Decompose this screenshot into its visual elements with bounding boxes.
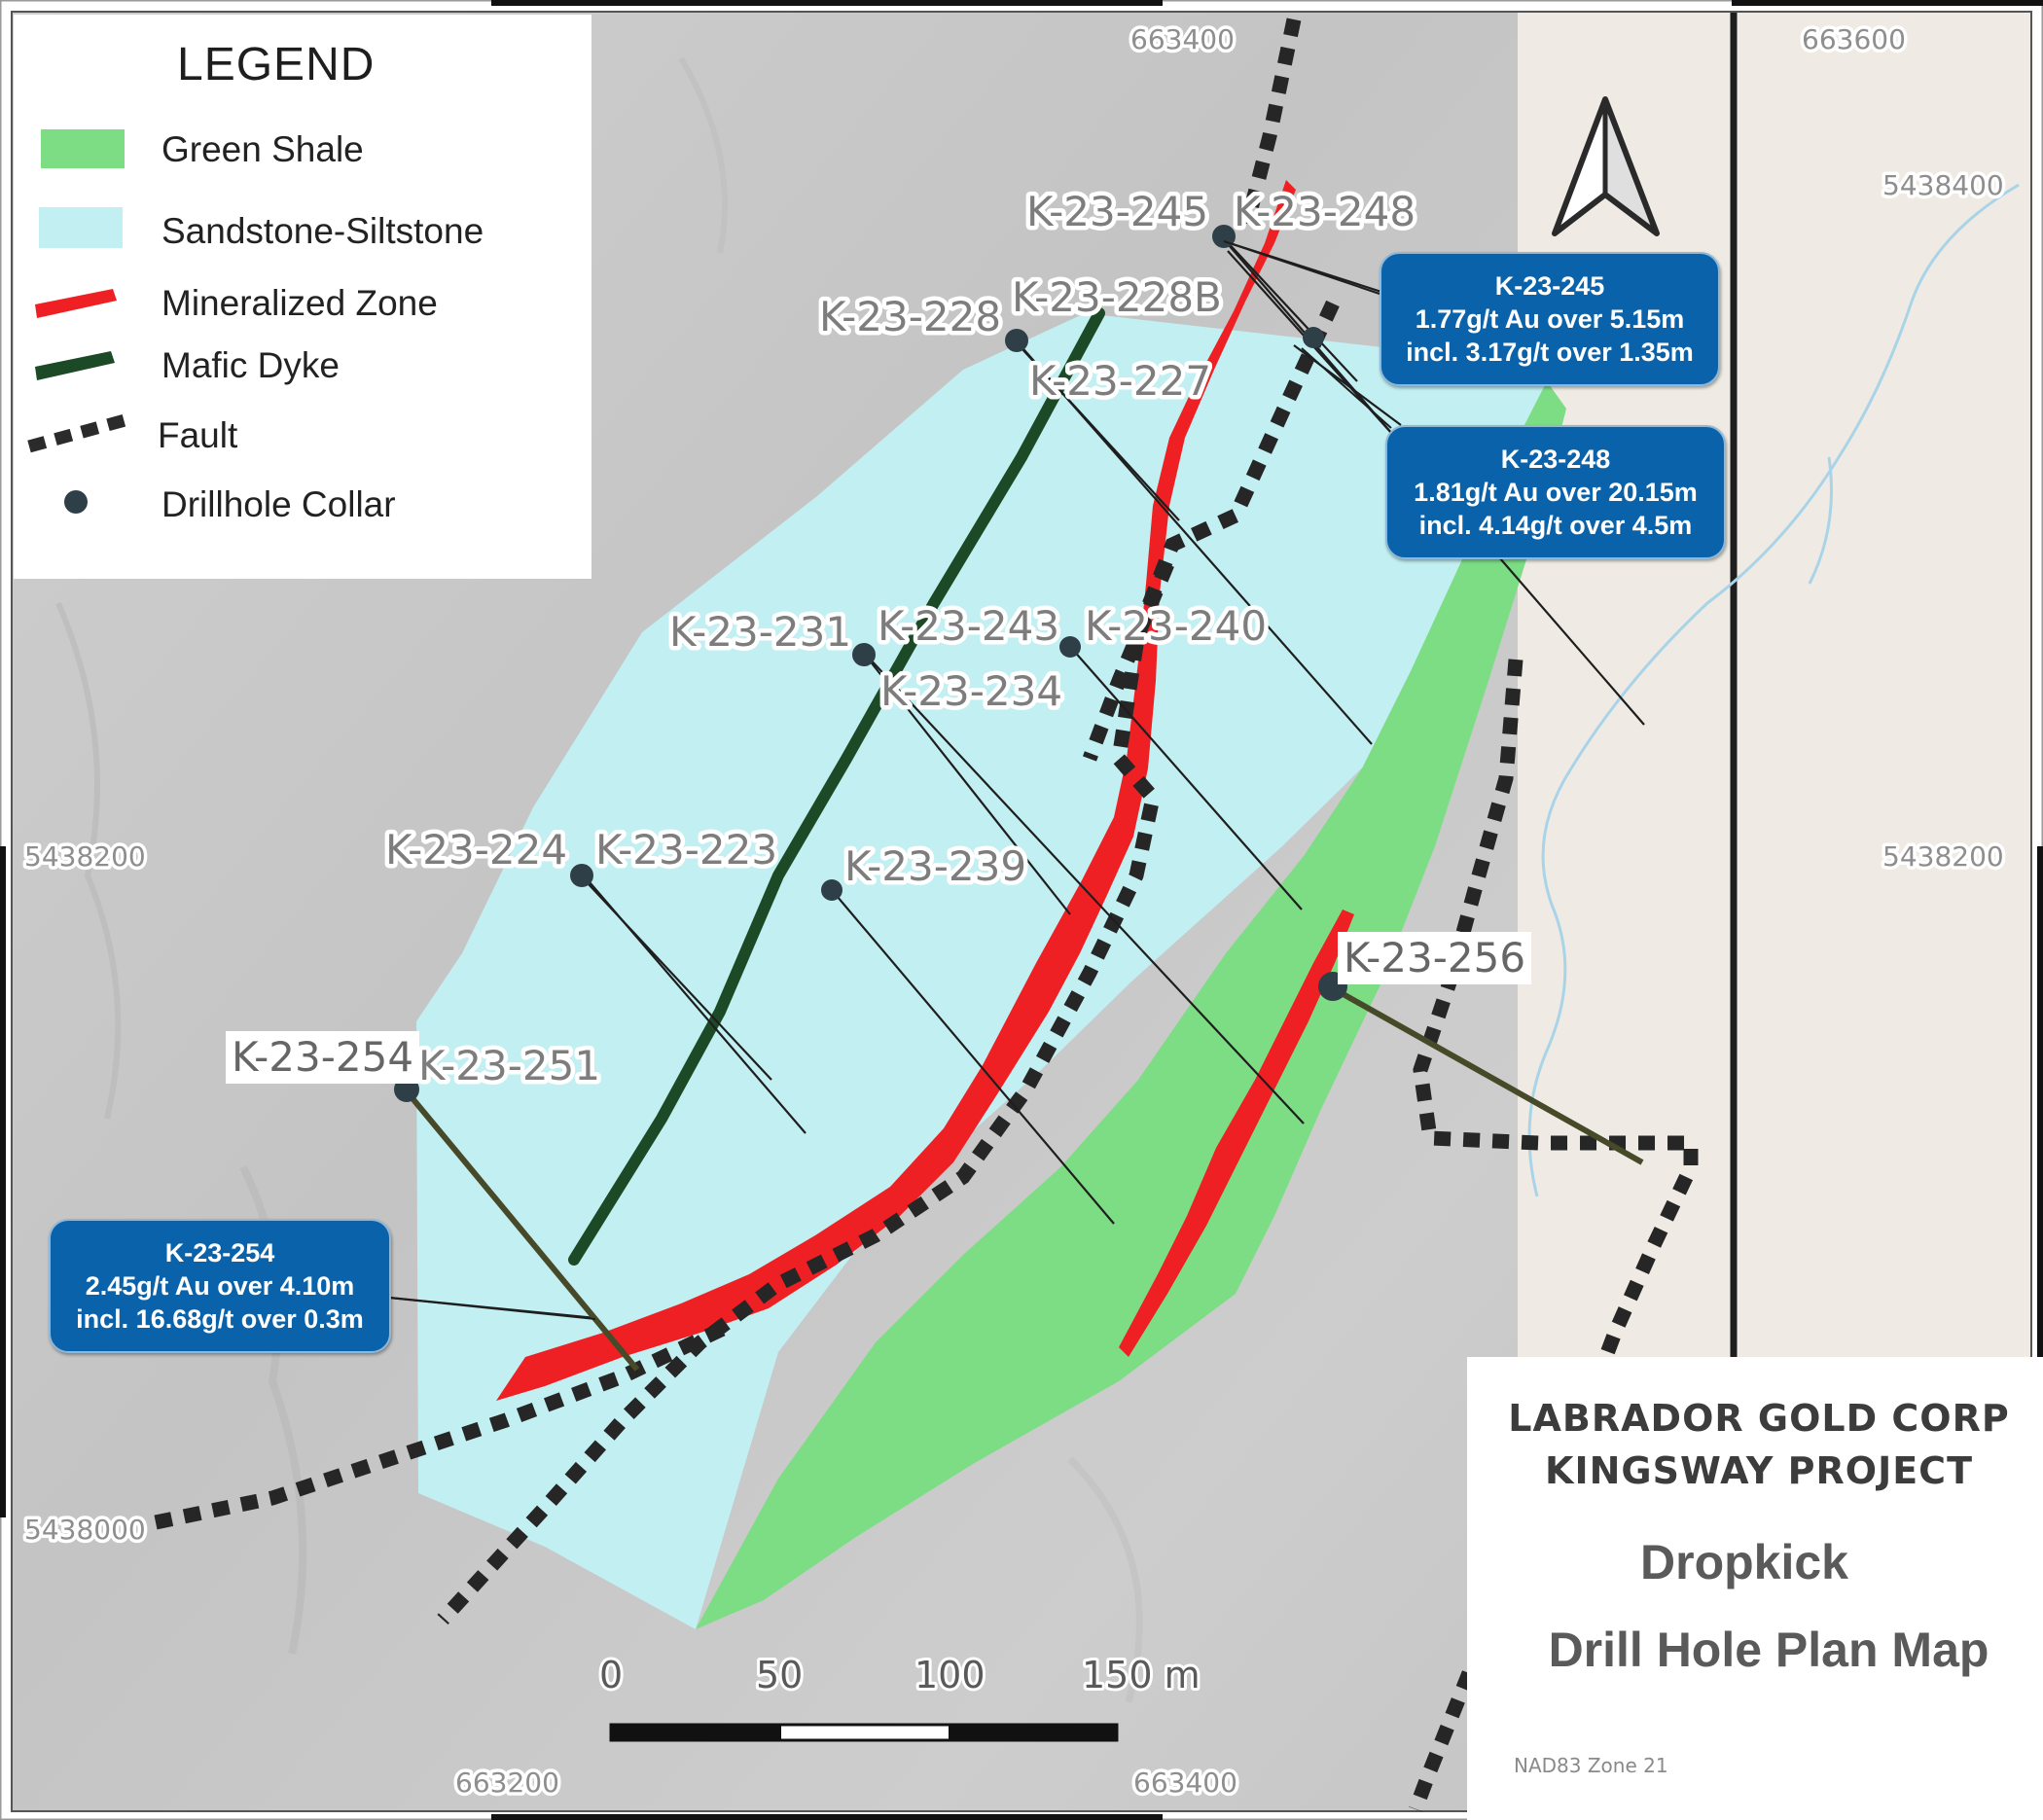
collar-k-23-224: [570, 864, 593, 887]
scale-label: 150 m: [1082, 1654, 1201, 1696]
mineralized-zone-east: [1119, 910, 1354, 1357]
scale-label: 0: [599, 1654, 623, 1696]
callout-grade: 1.81g/t Au over 20.15m: [1414, 478, 1698, 507]
legend-item-mafic-dyke: Mafic Dyke: [14, 334, 588, 392]
northing-label: 5438000: [24, 1514, 146, 1546]
datum-label: NAD83 Zone 21: [1514, 1754, 1668, 1777]
northing-label: 5438200: [1882, 840, 2004, 873]
easting-label: 663400: [1130, 23, 1235, 55]
callout-included: incl. 3.17g/t over 1.35m: [1406, 338, 1694, 367]
collar-k-23-227: [1303, 327, 1324, 348]
callout-hole: K-23-254: [164, 1238, 275, 1267]
green-shale-swatch: [41, 129, 125, 168]
collar-k-23-240: [1059, 636, 1081, 658]
legend-item-label: Fault: [158, 415, 238, 455]
collar-k-23-239: [821, 879, 842, 901]
callout-included: incl. 16.68g/t over 0.3m: [76, 1304, 364, 1334]
callout-included: incl. 4.14g/t over 4.5m: [1418, 511, 1693, 540]
drillhole-label: K-23-239: [844, 842, 1026, 890]
project-line: KINGSWAY PROJECT: [1545, 1449, 1973, 1492]
legend: LEGEND Green Shale Sandstone-Siltstone M…: [14, 15, 591, 579]
scale-label: 100: [914, 1654, 986, 1696]
northing-label: 5438400: [1882, 169, 2004, 201]
callout-grade: 2.45g/t Au over 4.10m: [85, 1271, 355, 1301]
drillhole-label-k-23-254: K-23-254: [226, 1031, 420, 1084]
drillhole-label: K-23-251: [418, 1042, 600, 1089]
drillhole-label: K-23-227: [1029, 357, 1211, 405]
trace-k-23-256: [1331, 985, 1644, 1165]
drillhole-label-k-23-256: K-23-256: [1338, 932, 1532, 984]
title-block: LABRADOR GOLD CORP KINGSWAY PROJECT Drop…: [1467, 1357, 2043, 1820]
green-shale-polygon: [696, 381, 1566, 1629]
callout-grade: 1.77g/t Au over 5.15m: [1415, 304, 1685, 334]
drillhole-label: K-23-240: [1085, 602, 1267, 650]
mafic-dyke-swatch: [35, 351, 115, 380]
mineralized-zone-main: [496, 180, 1296, 1401]
legend-item-sandstone-siltstone: Sandstone-Siltstone: [14, 199, 588, 258]
sandstone-siltstone-swatch: [39, 207, 123, 248]
easting-label: 663600: [1802, 23, 1906, 55]
drillhole-label: K-23-248: [1234, 188, 1416, 235]
drillhole-label: K-23-234: [880, 667, 1062, 715]
assay-callout-k-23-254: K-23-254 2.45g/t Au over 4.10m incl. 16.…: [49, 1219, 391, 1353]
scale-bar: [609, 1723, 1119, 1742]
northing-label: 5438200: [24, 840, 146, 873]
drillhole-label: K-23-231: [669, 608, 851, 656]
drillhole-label: K-23-243: [878, 602, 1059, 650]
creek: [1527, 183, 2020, 1197]
callout-leaders: [388, 240, 1392, 1320]
fault-swatch: [27, 412, 130, 453]
map-title: Dropkick: [1640, 1535, 1848, 1589]
collar-k-23-231: [852, 643, 876, 666]
mineralized-zone-swatch: [35, 289, 117, 318]
callout-hole: K-23-248: [1500, 445, 1611, 474]
assay-callout-k-23-245: K-23-245 1.77g/t Au over 5.15m incl. 3.1…: [1380, 252, 1720, 386]
collar-k-23-228: [1005, 329, 1028, 352]
north-arrow-icon: [1552, 96, 1660, 236]
legend-item-drillhole-collar: Drillhole Collar: [14, 473, 588, 531]
mafic-dyke: [568, 307, 1105, 1266]
faults: [154, 18, 1699, 1812]
scale-label: 50: [756, 1654, 803, 1696]
easting-label: 663400: [1133, 1766, 1237, 1799]
trace-k-23-254: [404, 1089, 640, 1372]
legend-item-mineralized-zone: Mineralized Zone: [14, 271, 588, 330]
drillhole-label: K-23-228: [819, 293, 1001, 340]
drillhole-label: K-23-223: [595, 826, 777, 874]
legend-item-label: Drillhole Collar: [161, 484, 396, 524]
easting-label: 663200: [455, 1766, 559, 1799]
drillhole-label: K-23-245: [1026, 188, 1208, 235]
legend-item-label: Sandstone-Siltstone: [161, 211, 484, 251]
legend-item-fault: Fault: [14, 404, 588, 462]
legend-item-label: Mineralized Zone: [161, 283, 438, 323]
drillhole-label: K-23-224: [385, 826, 567, 874]
drillhole-label: K-23-228B: [1012, 273, 1222, 321]
legend-item-green-shale: Green Shale: [14, 120, 588, 178]
assay-callout-k-23-248: K-23-248 1.81g/t Au over 20.15m incl. 4.…: [1385, 425, 1726, 559]
callout-hole: K-23-245: [1494, 271, 1605, 301]
legend-title: LEGEND: [177, 39, 376, 90]
legend-item-label: Green Shale: [161, 129, 364, 169]
drillhole-collar-icon: [64, 490, 88, 514]
company-line: LABRADOR GOLD CORP: [1508, 1397, 2010, 1440]
legend-item-label: Mafic Dyke: [161, 345, 340, 385]
map-subtitle: Drill Hole Plan Map: [1548, 1623, 1989, 1677]
company-name: LABRADOR GOLD CORP KINGSWAY PROJECT: [1487, 1392, 2031, 1497]
